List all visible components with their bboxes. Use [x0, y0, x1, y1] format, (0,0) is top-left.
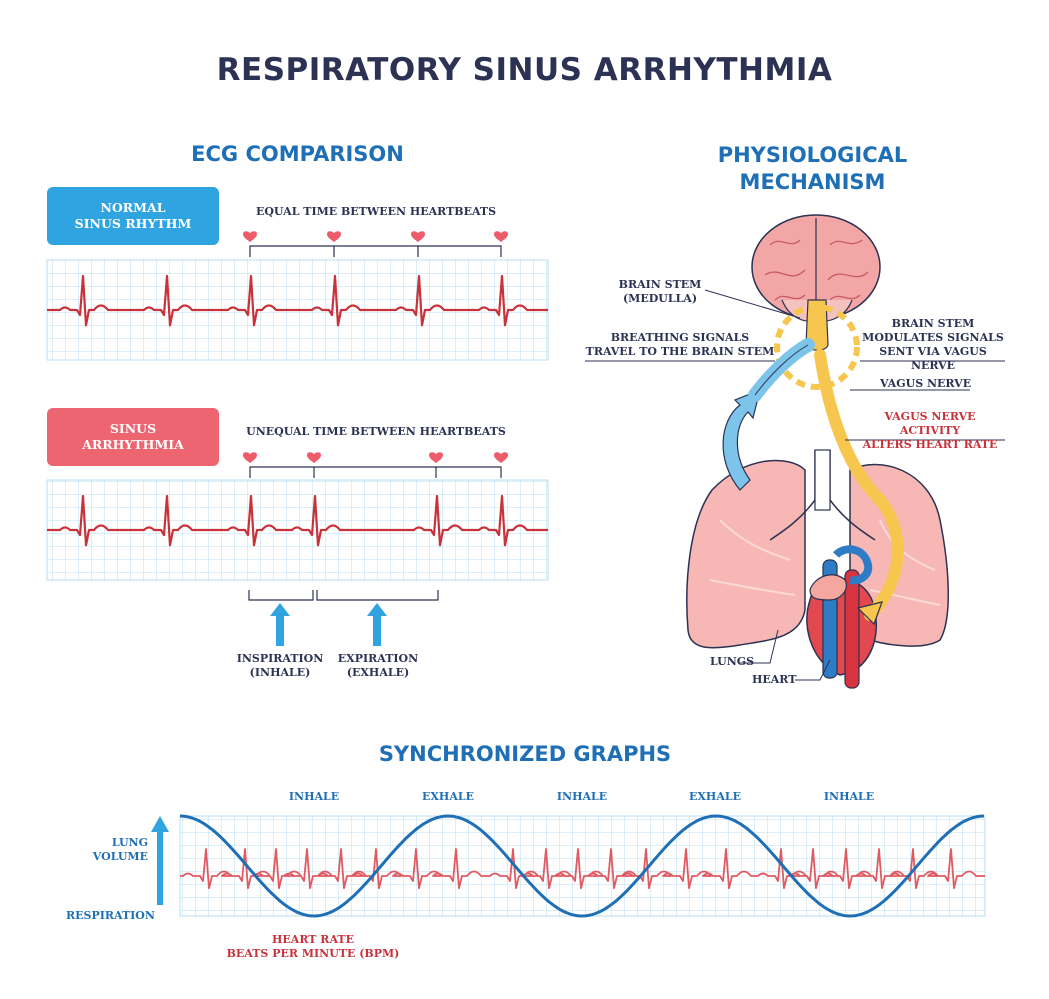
page-title: RESPIRATORY SINUS ARRHYTHMIA — [216, 52, 833, 88]
breathing-signals-label: BREATHING SIGNALS TRAVEL TO THE BRAIN ST… — [580, 331, 780, 359]
arrhythmia-heart-icons — [243, 452, 508, 463]
left-lung-shape — [686, 459, 806, 649]
brain-stem-modulates-label: BRAIN STEM MODULATES SIGNALS SENT VIA VA… — [858, 317, 1008, 373]
arrhythmia-beat-bracket — [249, 466, 502, 478]
vagus-activity-line2: ALTERS HEART RATE — [862, 438, 998, 451]
heart-label: HEART — [752, 673, 797, 686]
sync-heart-rate-trace — [180, 848, 985, 890]
mechanism-heading: PHYSIOLOGICAL MECHANISM — [690, 142, 935, 196]
phase-label-1: INHALE — [288, 790, 340, 803]
phase-label-5: INHALE — [823, 790, 875, 803]
heart-rate-label: HEART RATE BEATS PER MINUTE (BPM) — [208, 933, 418, 961]
normal-beat-bracket — [249, 245, 502, 257]
vagus-nerve-arrow — [814, 349, 904, 621]
normal-heart-icons — [243, 231, 508, 242]
normal-badge-line1: NORMAL — [100, 200, 166, 215]
heart-rate-line1: HEART RATE — [272, 933, 354, 946]
inspiration-line1: INSPIRATION — [236, 652, 324, 665]
phase-label-2: EXHALE — [422, 790, 474, 803]
vagus-activity-line1: VAGUS NERVE ACTIVITY — [884, 410, 976, 437]
sinus-arrhythmia-badge: SINUS ARRHYTHMIA — [47, 408, 219, 466]
ecg-comparison-heading: ECG COMPARISON — [191, 142, 404, 166]
expiration-line2: (EXHALE) — [346, 666, 410, 679]
lung-volume-line2: VOLUME — [92, 850, 148, 863]
label-leader-lines — [585, 289, 1005, 681]
breathing-line2: TRAVEL TO THE BRAIN STEM — [585, 345, 775, 358]
expiration-line1: EXPIRATION — [337, 652, 419, 665]
breathing-line1: BREATHING SIGNALS — [610, 331, 750, 344]
lung-volume-wave — [179, 814, 985, 918]
arrhythmia-badge-line1: SINUS — [109, 421, 157, 436]
lung-volume-line1: LUNG — [111, 836, 148, 849]
vagus-activity-label: VAGUS NERVE ACTIVITY ALTERS HEART RATE — [855, 410, 1005, 452]
sync-graph-grid — [179, 815, 986, 917]
lung-volume-label: LUNG VOLUME — [70, 836, 148, 864]
arrhythmia-ecg-line — [47, 494, 548, 547]
phase-label-4: EXHALE — [689, 790, 741, 803]
mechanism-heading-line1: PHYSIOLOGICAL — [717, 143, 908, 167]
modulates-line2: MODULATES SIGNALS — [862, 331, 1004, 344]
heart-rate-line2: BEATS PER MINUTE (BPM) — [226, 947, 400, 960]
modulates-line1: BRAIN STEM — [891, 317, 975, 330]
brain-stem-line2: (MEDULLA) — [622, 292, 698, 305]
brain-stem-label: BRAIN STEM (MEDULLA) — [600, 278, 720, 306]
brain-stem-line1: BRAIN STEM — [618, 278, 702, 291]
anatomy-illustration — [686, 214, 949, 689]
lung-volume-axis-arrow — [151, 816, 169, 905]
unequal-time-caption: UNEQUAL TIME BETWEEN HEARTBEATS — [246, 425, 506, 438]
inspiration-line2: (INHALE) — [249, 666, 311, 679]
breathing-signal-arrow — [722, 389, 761, 491]
respiration-label: RESPIRATION — [66, 909, 155, 922]
expiration-label: EXPIRATION (EXHALE) — [328, 652, 428, 680]
normal-ecg-trace — [47, 274, 548, 327]
breath-arrow-icons — [270, 603, 387, 646]
normal-ecg-line — [47, 274, 548, 327]
normal-sinus-rhythm-badge: NORMAL SINUS RHYTHM — [47, 187, 219, 245]
lungs-label: LUNGS — [710, 655, 755, 668]
modulates-line3: SENT VIA VAGUS NERVE — [879, 345, 987, 372]
normal-badge-line2: SINUS RHYTHM — [74, 216, 192, 231]
mechanism-heading-line2: MECHANISM — [739, 170, 886, 194]
synchronized-graphs-heading: SYNCHRONIZED GRAPHS — [378, 742, 672, 766]
vagus-nerve-label: VAGUS NERVE — [880, 377, 972, 390]
equal-time-caption: EQUAL TIME BETWEEN HEARTBEATS — [255, 205, 497, 218]
sync-ecg-line — [180, 848, 985, 890]
breath-brackets — [248, 590, 439, 601]
phase-label-3: INHALE — [556, 790, 608, 803]
inspiration-label: INSPIRATION (INHALE) — [230, 652, 330, 680]
arrhythmia-ecg-trace — [47, 494, 548, 547]
arrhythmia-badge-line2: ARRHYTHMIA — [82, 437, 184, 452]
